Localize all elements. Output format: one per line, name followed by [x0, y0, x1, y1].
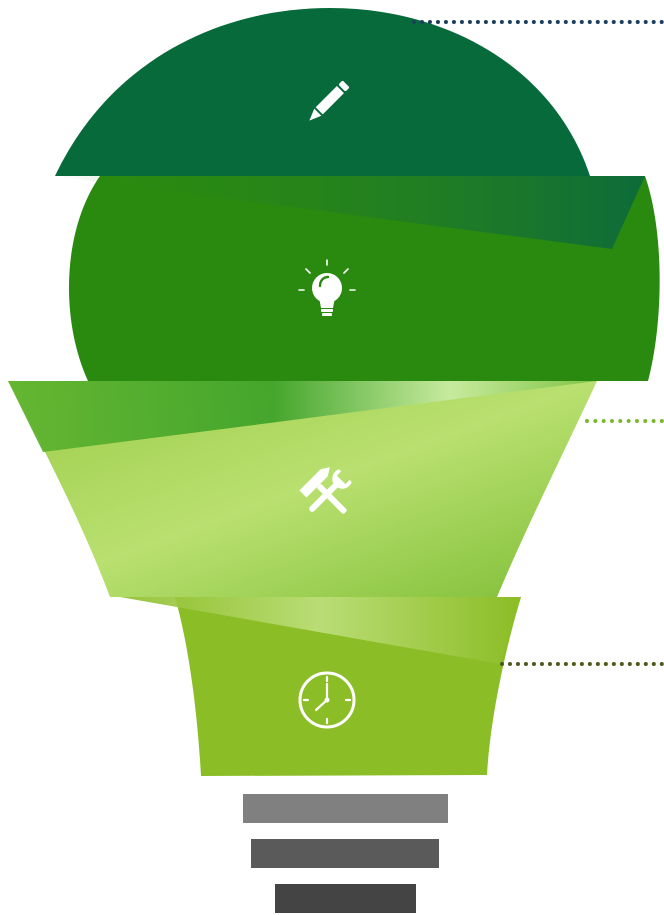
connector-2 — [585, 419, 664, 423]
segment-1-shape — [55, 8, 590, 176]
segment-4-fold — [120, 597, 521, 664]
connector-3 — [500, 662, 664, 666]
clock-icon — [297, 670, 357, 730]
connector-1 — [412, 20, 664, 24]
base-bar-3 — [275, 884, 416, 913]
base-bar-1 — [243, 794, 448, 823]
pencil-icon — [298, 74, 356, 132]
segment-2-fold — [55, 176, 645, 249]
base-bar-2 — [251, 839, 439, 868]
lightbulb-icon — [296, 258, 358, 320]
segment-3-fold — [8, 381, 597, 452]
tools-icon — [296, 466, 358, 522]
